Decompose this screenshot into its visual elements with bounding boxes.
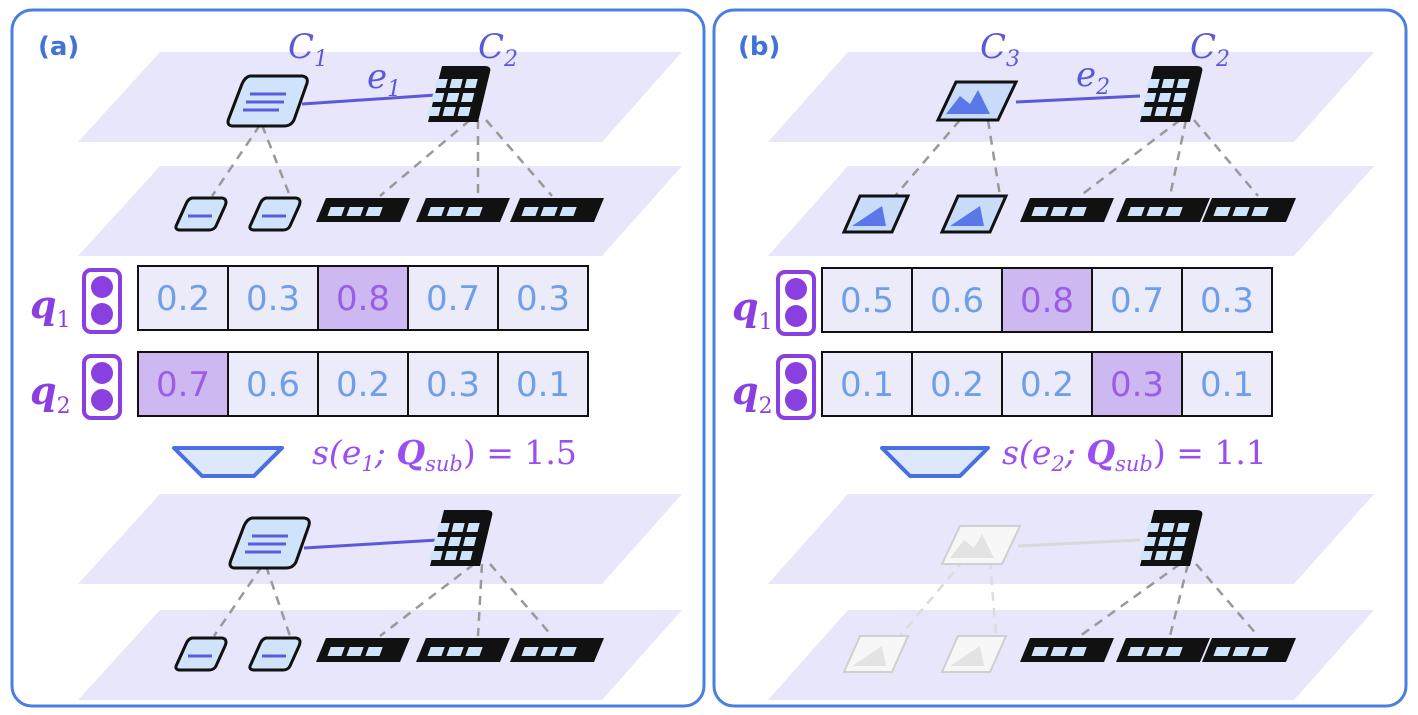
panel-b-q2-cell-value-5: 0.1 [1200,365,1254,405]
panel-a-node-a-label: C1 [288,27,328,72]
panel-a-result-upper-plane [78,494,682,584]
panel-a-q2-cell-1 [137,351,229,417]
panel-b-down-arrow-icon [880,446,990,478]
panel-b-q2-cell-1 [821,351,913,417]
panel-a-q1-label: q1 [30,282,71,333]
panel-b-q1-query-icon [776,270,816,336]
panel-a-q2-score-row: 0.7 0.6 0.2 0.3 0.1 [137,351,589,417]
panel-a-q2-label: q2 [30,368,71,419]
panel-a-q2-query-icon [82,354,122,420]
panel-b-q1-cell-value-1: 0.5 [840,281,894,321]
panel-a-q2-cell-value-5: 0.1 [516,365,570,405]
panel-a-q1-cell-4 [407,265,499,331]
panel-a-q1-cell-5 [497,265,589,331]
panel-a-q1-score-row: 0.2 0.3 0.8 0.7 0.3 [137,265,589,331]
panel-a-q1-cell-value-2: 0.3 [246,279,300,319]
panel-a-edge-line [301,93,437,106]
panel-a-q1-cell-value-3: 0.8 [336,279,390,319]
panel-b-result-faded-links [899,559,998,637]
panel-b-q1-cell-value-3: 0.8 [1020,281,1074,321]
panel-b-result-child-table-strip-icon-1 [1020,638,1114,662]
panel-b-q2-query-icon [776,354,816,420]
panel-b-q1-cell-2 [911,267,1003,333]
panel-b-q2-cell-value-3: 0.2 [1020,365,1074,405]
panel-b-q2-cell-value-1: 0.1 [840,365,894,405]
panel-a-q2-cell-value-3: 0.2 [336,365,390,405]
panel-a-q1-cell-3 [317,265,409,331]
panel-a-result-child-table-strip-icon-3 [510,638,604,662]
panel-b-q2-cell-3 [1001,351,1093,417]
panel-b-tag: (b) [738,32,780,62]
panel-a-q1-cell-value-1: 0.2 [156,279,210,319]
panel-a-q2-cell-value-1: 0.7 [156,365,210,405]
panel-b-score-formula: s(e2; Qsub) = 1.1 [1002,433,1267,476]
panel-a-result-child-table-strip-icon-1 [316,638,410,662]
panel-a-q1-cell-value-4: 0.7 [426,279,480,319]
panel-b-top-layer-upper-plane [768,52,1374,142]
panel-b-q2-cell-2 [911,351,1003,417]
panel-b-q2-label: q2 [732,368,773,419]
panel-b-q1-cell-value-2: 0.6 [930,281,984,321]
panel-b-q1-cell-1 [821,267,913,333]
panel-a-q2-cell-value-4: 0.3 [426,365,480,405]
panel-b-result-child-table-strip-icon-2 [1116,638,1210,662]
panel-a-q1-cell-2 [227,265,319,331]
panel-a-q1-cell-value-5: 0.3 [516,279,570,319]
panel-b-q2-cell-value-2: 0.2 [930,365,984,405]
panel-b-child-table-strip-icon-3 [1202,198,1296,222]
panel-a-q2-cell-2 [227,351,319,417]
panel-a-result-child-table-strip-icon-2 [416,638,510,662]
panel-b-child-table-strip-icon-1 [1020,198,1114,222]
panel-b-q2-cell-value-4: 0.3 [1110,365,1164,405]
panel-a-node-b-label: C2 [478,27,518,72]
panel-a-result-edge-line [303,538,439,550]
panel-a-result-dashed-links [212,563,553,637]
panel-a-q2-cell-3 [317,351,409,417]
panel-b-q2-score-row: 0.1 0.2 0.2 0.3 0.1 [821,351,1273,417]
panel-b-q2-cell-5 [1181,351,1273,417]
panel-a-score-formula: s(e1; Qsub) = 1.5 [312,433,577,476]
panel-b-result-child-table-strip-icon-3 [1202,638,1296,662]
panel-a-q1-query-icon [82,268,122,334]
panel-a-child-table-strip-icon-1 [316,198,410,222]
panel-a-q1-cell-1 [137,265,229,331]
panel-b-node-b-label: C2 [1190,27,1230,72]
panel-b-child-table-strip-icon-2 [1116,198,1210,222]
panel-b-q1-label: q1 [732,284,773,335]
panel-a-child-table-strip-icon-2 [416,198,510,222]
panel-b-result-dashed-links [1079,562,1259,638]
panel-b-q1-cell-value-4: 0.7 [1110,281,1164,321]
panel-b-result-upper-plane [768,494,1374,584]
panel-b-edge-label: e2 [1076,55,1110,100]
panel-a-child-table-strip-icon-3 [510,198,604,222]
panel-a-q2-cell-5 [497,351,589,417]
panel-b-top-dashed-links [894,119,1259,197]
panel-b-node-a-label: C3 [980,27,1020,72]
panel-a-tag: (a) [38,32,79,62]
panel-a-edge-label: e1 [367,57,401,102]
panel-a-q2-cell-value-2: 0.6 [246,365,300,405]
panel-b-q1-cell-value-5: 0.3 [1200,281,1254,321]
panel-b-q1-cell-5 [1181,267,1273,333]
panel-b-result-faded-edge-line [1017,538,1141,548]
panel-b-q1-score-row: 0.5 0.6 0.8 0.7 0.3 [821,267,1273,333]
panel-a-top-dashed-links [210,119,553,197]
panel-b-q1-cell-4 [1091,267,1183,333]
panel-a-down-arrow-icon [172,446,284,478]
panel-b-edge-line [1015,94,1141,104]
